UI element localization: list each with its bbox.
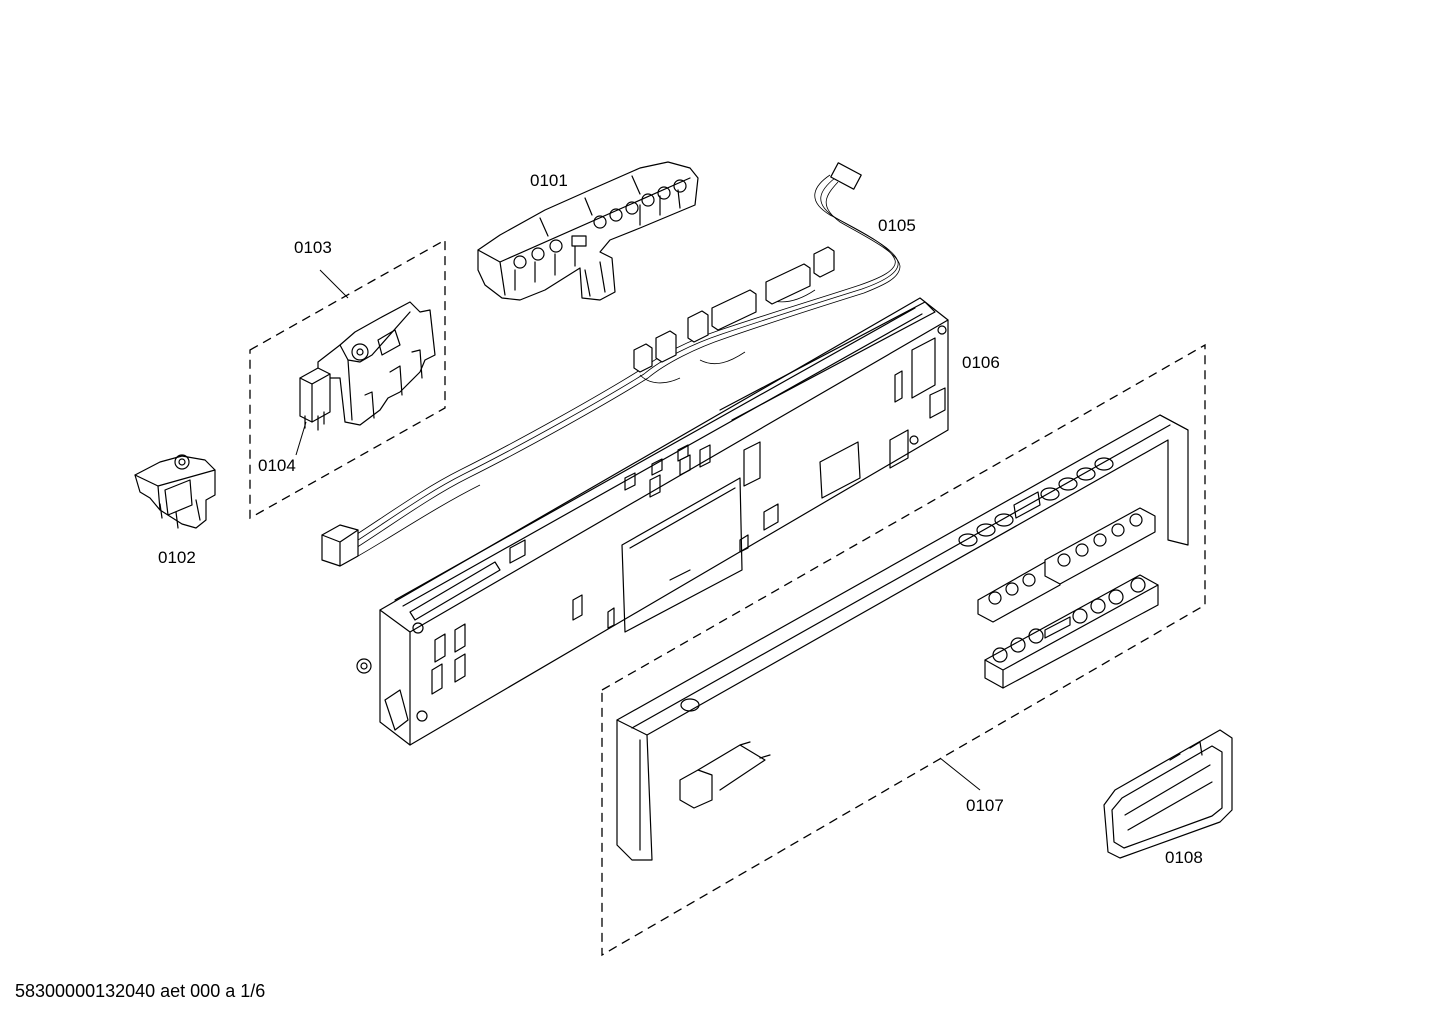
- part-0102-switch[interactable]: [134, 454, 216, 529]
- part-0106-panel-frame[interactable]: [356, 297, 949, 746]
- leader-0103: [319, 269, 349, 299]
- drawing-code: 58300000132040 aet 000 a 1/6: [15, 981, 265, 1001]
- part-0107-fascia[interactable]: [616, 414, 1189, 861]
- leader-0107: [939, 757, 981, 791]
- label-0108: 0108: [1165, 848, 1203, 867]
- part-0104-relay[interactable]: [299, 367, 331, 431]
- label-0106: 0106: [962, 353, 1000, 372]
- part-0108-handle[interactable]: [1103, 729, 1233, 859]
- part-0101-control-module[interactable]: [477, 161, 699, 301]
- label-0105: 0105: [878, 216, 916, 235]
- group-0103-0104-frame: [249, 238, 446, 520]
- group-0107-frame: [601, 343, 1206, 957]
- part-0105-wiring-harness[interactable]: [321, 162, 901, 567]
- label-0102: 0102: [158, 548, 196, 567]
- label-0103: 0103: [294, 238, 332, 257]
- label-0107: 0107: [966, 796, 1004, 815]
- label-0104: 0104: [258, 456, 296, 475]
- label-0101: 0101: [530, 171, 568, 190]
- part-0103-door-lock[interactable]: [317, 301, 436, 426]
- leader-0104: [295, 421, 307, 456]
